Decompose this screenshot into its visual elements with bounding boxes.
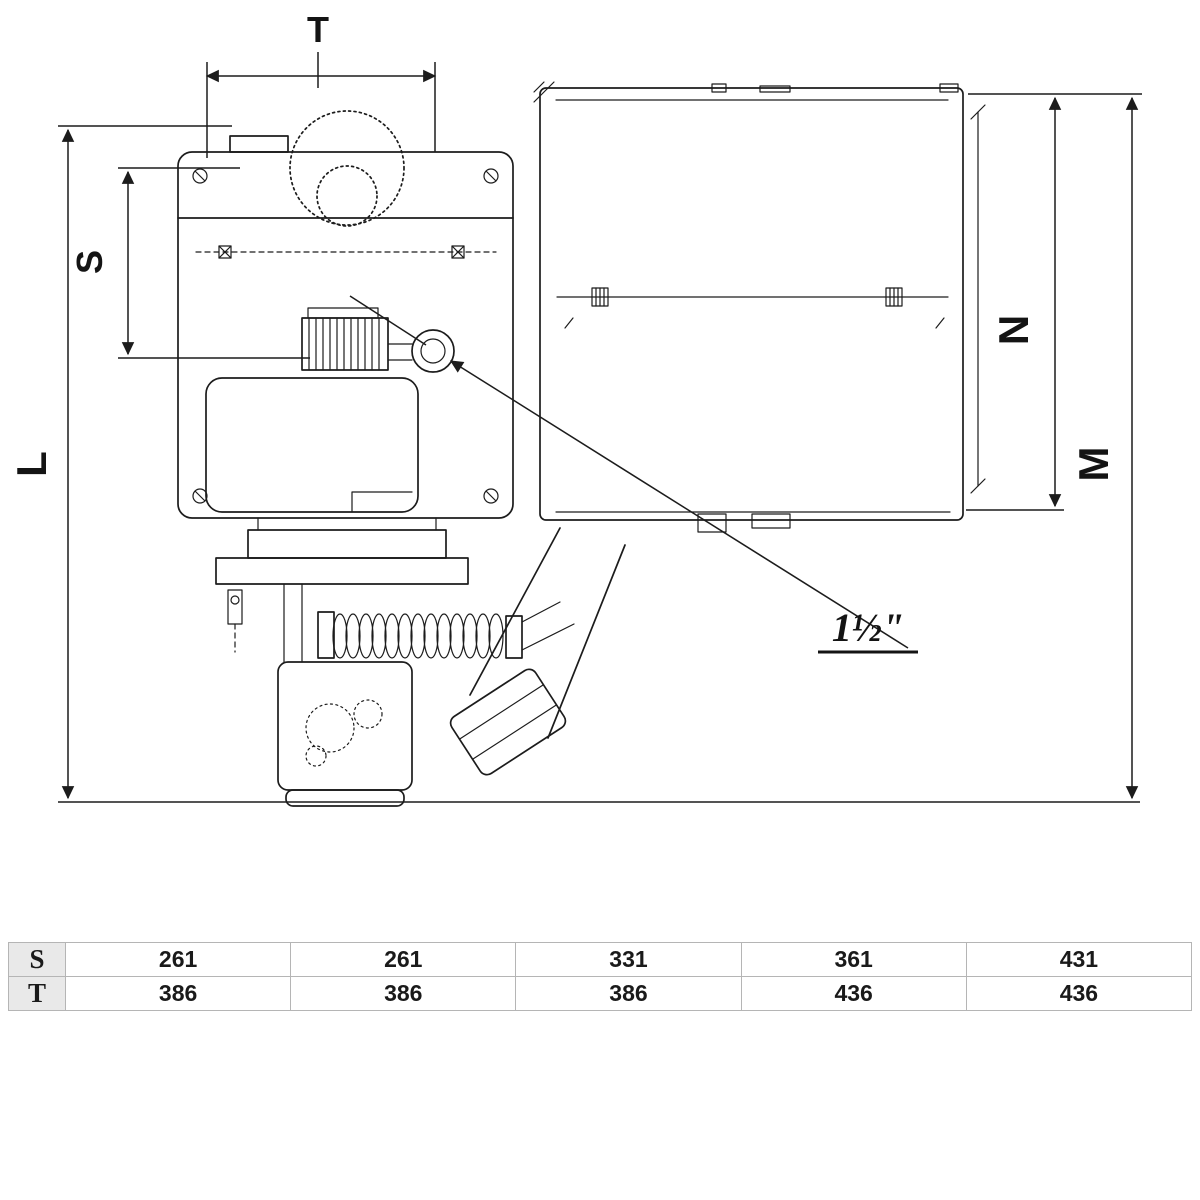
outlet-pipe (449, 527, 626, 776)
bolt-mark-right (451, 245, 465, 259)
corrugated-connector (301, 317, 389, 371)
cell-t-5: 436 (965, 976, 1193, 1011)
mounting-flange (215, 557, 469, 585)
cell-t-1: 386 (64, 976, 292, 1011)
dimension-lines: T L S M N (8, 9, 1142, 803)
dim-label-l: L (8, 451, 55, 477)
cell-t-4: 436 (740, 976, 967, 1011)
dimension-table-wrap: S 261 261 331 361 431 T 386 386 386 436 … (8, 942, 1193, 1011)
table-row-s: S 261 261 331 361 431 (8, 942, 1193, 977)
bolt-mark-left (218, 245, 232, 259)
callout-size-label: 1½" (832, 605, 904, 650)
dim-label-s: S (69, 250, 110, 274)
cell-s-3: 331 (515, 942, 742, 977)
bolt-symbol-left (591, 287, 609, 307)
dim-label-n: N (990, 315, 1037, 345)
table-row-t: T 386 386 386 436 436 (8, 976, 1193, 1011)
cell-s-4: 361 (740, 942, 967, 977)
dim-label-m: M (1070, 447, 1117, 482)
panel-front-view (533, 81, 986, 533)
corner-screw-icon (192, 168, 499, 504)
bolt-symbol-right (885, 287, 903, 307)
motor-circle (289, 110, 405, 226)
control-box (205, 377, 419, 513)
pump-assembly (277, 661, 413, 807)
pipe-fitting-circle (411, 329, 455, 373)
cell-t-2: 386 (290, 976, 517, 1011)
row-label-t: T (8, 976, 66, 1011)
row-label-s: S (8, 942, 66, 977)
dim-label-t: T (307, 9, 329, 50)
hose-assembly (317, 611, 523, 659)
dimension-drawing: T L S M N (8, 9, 1142, 807)
burner-side-view (177, 110, 514, 663)
cell-s-1: 261 (64, 942, 292, 977)
hex-nut-icon (449, 668, 567, 776)
cell-t-3: 386 (515, 976, 742, 1011)
cell-s-2: 261 (290, 942, 517, 977)
dimension-table: S 261 261 331 361 431 T 386 386 386 436 … (8, 942, 1193, 1011)
drawing-canvas: T L S M N (8, 9, 1142, 807)
cell-s-5: 431 (965, 942, 1193, 977)
callout-leader: 1½" (349, 295, 918, 654)
